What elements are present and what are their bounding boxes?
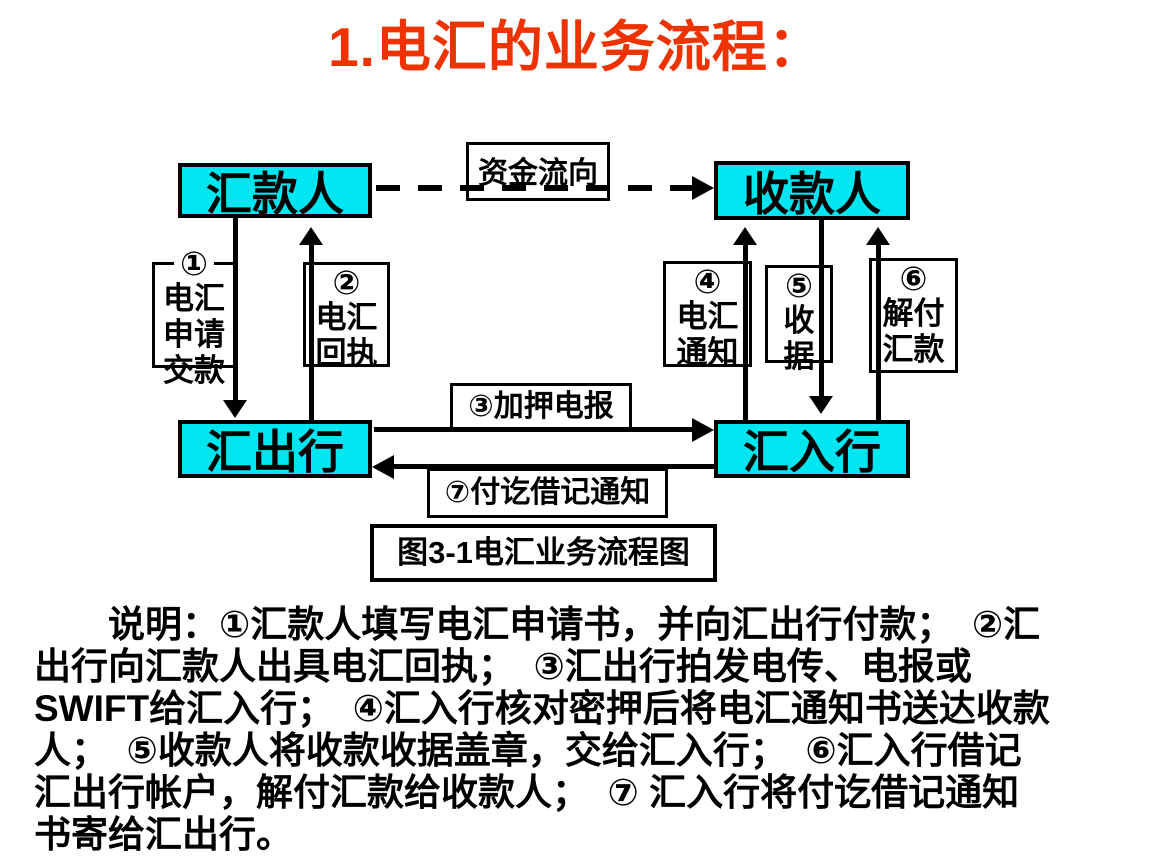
arrow-step2-up-arrowhead-icon [299,227,323,245]
step-box-4: ④ 电汇 通知 [663,261,752,370]
arrow-step7-line [394,464,714,469]
arrow-step2-line [309,245,314,420]
funds-flow-arrowhead-icon [692,176,714,200]
step-4-text-line: 电汇 [676,299,739,334]
step-6-number: ⑥ [899,260,928,297]
step-1-number: ① [174,247,214,280]
step-2-number: ② [332,264,361,301]
step-3-label-box: ③加押电报 [450,383,632,430]
explanation-line: 出行向汇款人出具电汇回执； ③汇出行拍发电传、电报或 [34,646,972,687]
explanation-line: 人； ⑤收款人将收款收据盖章，交给汇入行； ⑥汇入行借记 [34,730,1022,771]
arrow-step4-up-arrowhead-icon [733,227,757,245]
step-4-number: ④ [693,263,722,300]
node-payee: 收款人 [714,161,910,220]
node-remitting-bank: 汇出行 [178,420,372,478]
step-1-text-line: 交款 [163,353,225,388]
explanation-line: 汇出行帐户，解付汇款给收款人； ⑦ 汇入行将付讫借记通知 [34,772,1020,813]
step-1-text-line: 电汇 [163,281,225,316]
arrow-step7-left-arrowhead-icon [372,455,394,479]
arrow-step6-up-arrowhead-icon [866,227,890,245]
step-7-label-box: ⑦付讫借记通知 [427,468,668,518]
arrow-step3-right-arrowhead-icon [692,418,714,442]
explanation-paragraph: 说明：①汇款人填写电汇申请书，并向汇出行付款； ②汇 出行向汇款人出具电汇回执；… [34,604,1144,856]
node-remitter: 汇款人 [178,163,372,220]
arrow-step5-line [819,218,824,398]
step-5-number: ⑤ [785,267,813,304]
step-6-text-line: 汇款 [882,332,945,367]
step-5-text-line: 据 [783,339,815,374]
step-5-text-line: 收 [783,303,815,338]
node-receiving-bank: 汇入行 [714,420,910,478]
slide-title: 1.电汇的业务流程： [328,16,824,78]
step-6-text-line: 解付 [882,296,945,331]
figure-caption-box: 图3-1电汇业务流程图 [370,524,717,582]
arrow-step1-down-arrowhead-icon [223,400,247,418]
explanation-line: 说明：①汇款人填写电汇申请书，并向汇出行付款； ②汇 [34,604,1041,645]
arrow-step4-line [743,245,748,420]
arrow-step5-down-arrowhead-icon [809,396,833,414]
funds-flow-label-box: 资金流向 [466,142,610,201]
step-box-6: ⑥ 解付 汇款 [869,258,958,373]
funds-flow-dashed-line [376,185,694,191]
explanation-line: SWIFT给汇入行； ④汇入行核对密押后将电汇通知书送达收款 [34,688,1050,729]
step-1-text-line: 申请 [163,317,225,352]
arrow-step6-line [876,245,881,420]
step-box-1: ① 电汇 申请 交款 [152,247,236,388]
step-4-text-line: 通知 [676,335,739,370]
step-2-text-line: 电汇 [315,300,378,335]
explanation-line: 书寄给汇出行。 [34,814,293,855]
arrow-step3-line [374,427,694,432]
arrow-step1-line [233,218,238,402]
step-box-2: ② 电汇 回执 [303,262,390,371]
step-2-text-line: 回执 [315,336,378,371]
